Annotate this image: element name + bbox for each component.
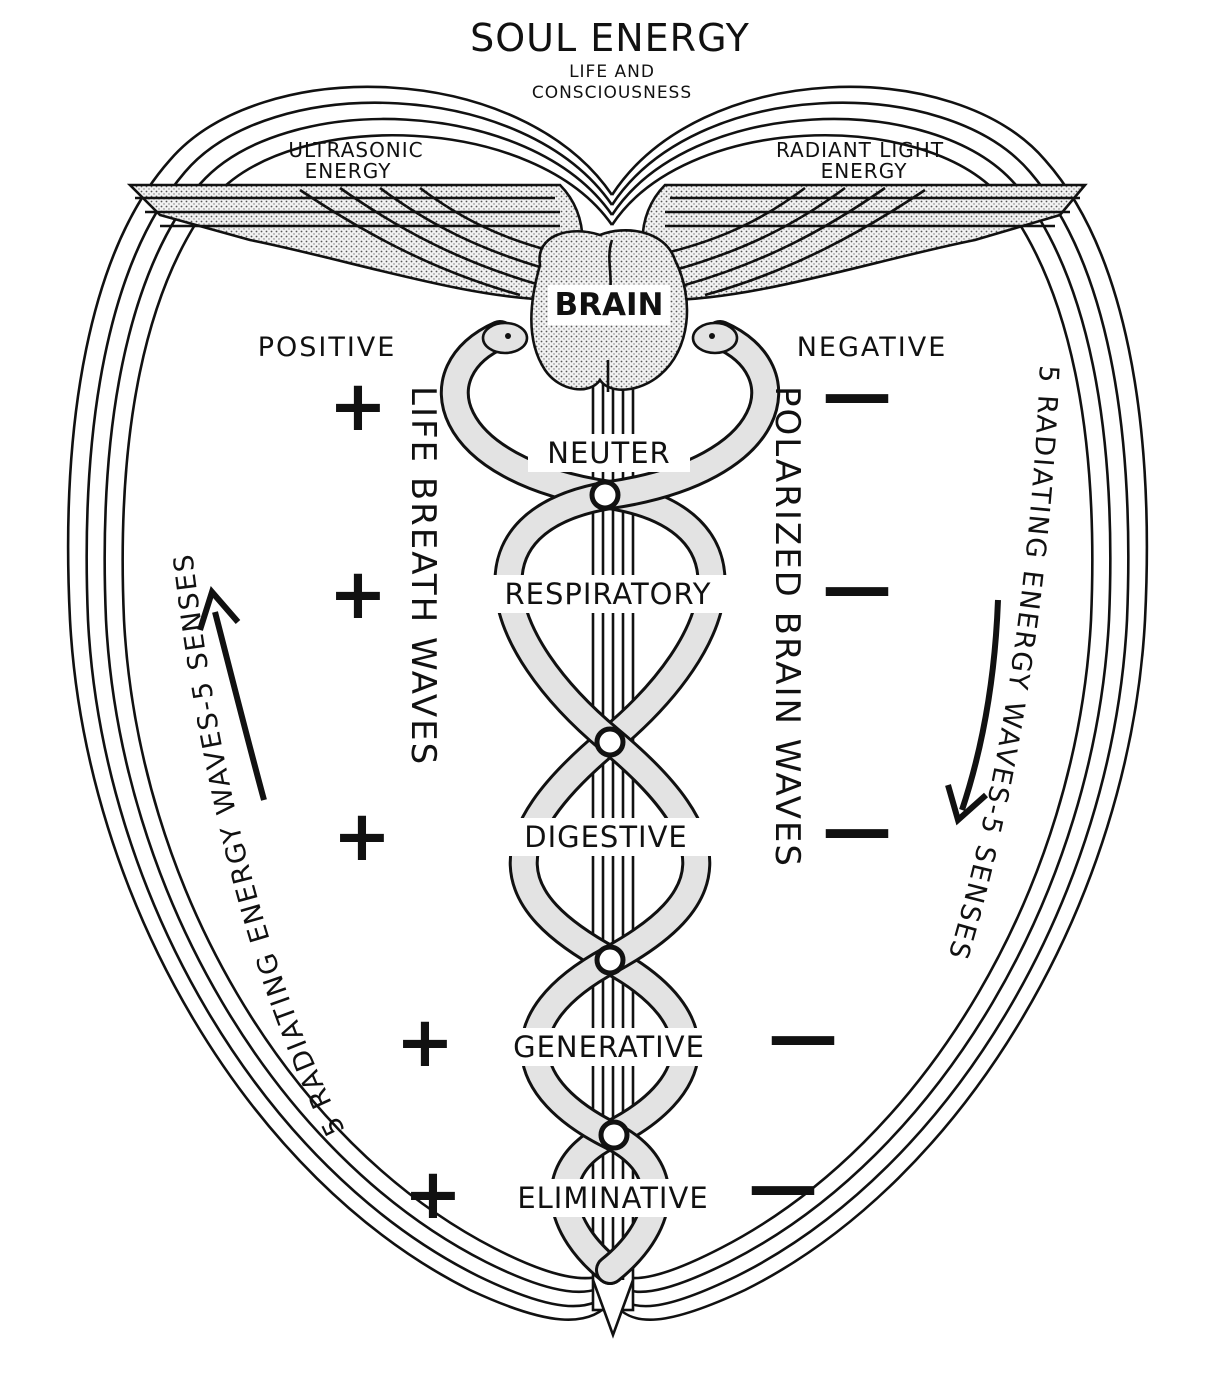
upward-arrow [197, 585, 267, 801]
wing-label-right-2: ENERGY [821, 159, 908, 183]
diagram-subtitle-2: CONSCIOUSNESS [532, 83, 692, 103]
wing-label-right-1: RADIANT LIGHT [776, 138, 944, 162]
wing-label-left-2: ENERGY [305, 159, 392, 183]
helix-node [598, 1119, 630, 1151]
helix-node [594, 726, 626, 758]
brain: BRAIN [530, 229, 689, 392]
negative-label: NEGATIVE [797, 332, 948, 363]
plus-sign: + [404, 1153, 463, 1235]
helix-node [589, 479, 621, 511]
minus-signs: — — — — — [748, 353, 892, 1227]
life-breath-waves-label: LIFE BREATH WAVES [403, 386, 443, 766]
organ-label-digestive: DIGESTIVE [524, 820, 688, 854]
radiating-waves-right-label: 5 RADIATING ENERGY WAVES-5 SENSES [941, 365, 1064, 965]
organ-labels: NEUTER RESPIRATORY DIGESTIVE GENERATIVE … [472, 434, 744, 1217]
plus-sign: + [396, 1001, 455, 1083]
diagram-subtitle-1: LIFE AND [569, 62, 655, 82]
brain-label: BRAIN [555, 287, 664, 323]
energy-loops [66, 85, 1149, 1321]
helix-node [594, 944, 626, 976]
plus-sign: + [333, 795, 392, 877]
polarized-brain-waves-label: POLARIZED BRAIN WAVES [767, 386, 807, 868]
organ-label-eliminative: ELIMINATIVE [517, 1181, 708, 1215]
minus-sign: — [768, 995, 838, 1077]
wing-label-left-1: ULTRASONIC [288, 138, 423, 162]
left-wing [126, 183, 584, 302]
diagram-title: SOUL ENERGY [470, 16, 750, 60]
plus-sign: + [329, 553, 388, 635]
minus-sign: — [748, 1145, 818, 1227]
positive-label: POSITIVE [258, 332, 397, 363]
downward-arrow [945, 599, 1001, 826]
plus-sign: + [329, 365, 388, 447]
helix-nodes [589, 479, 630, 1151]
plus-signs: + + + + + [329, 365, 463, 1235]
minus-sign: — [822, 353, 892, 435]
right-wing [641, 183, 1088, 302]
radiating-waves-left-label: 5 RADIATING ENERGY WAVES-5 SENSES [168, 551, 351, 1141]
organ-label-neuter: NEUTER [547, 436, 670, 470]
minus-sign: — [822, 546, 892, 628]
organ-label-respiratory: RESPIRATORY [504, 577, 711, 611]
organ-label-generative: GENERATIVE [513, 1030, 705, 1064]
minus-sign: — [822, 788, 892, 870]
